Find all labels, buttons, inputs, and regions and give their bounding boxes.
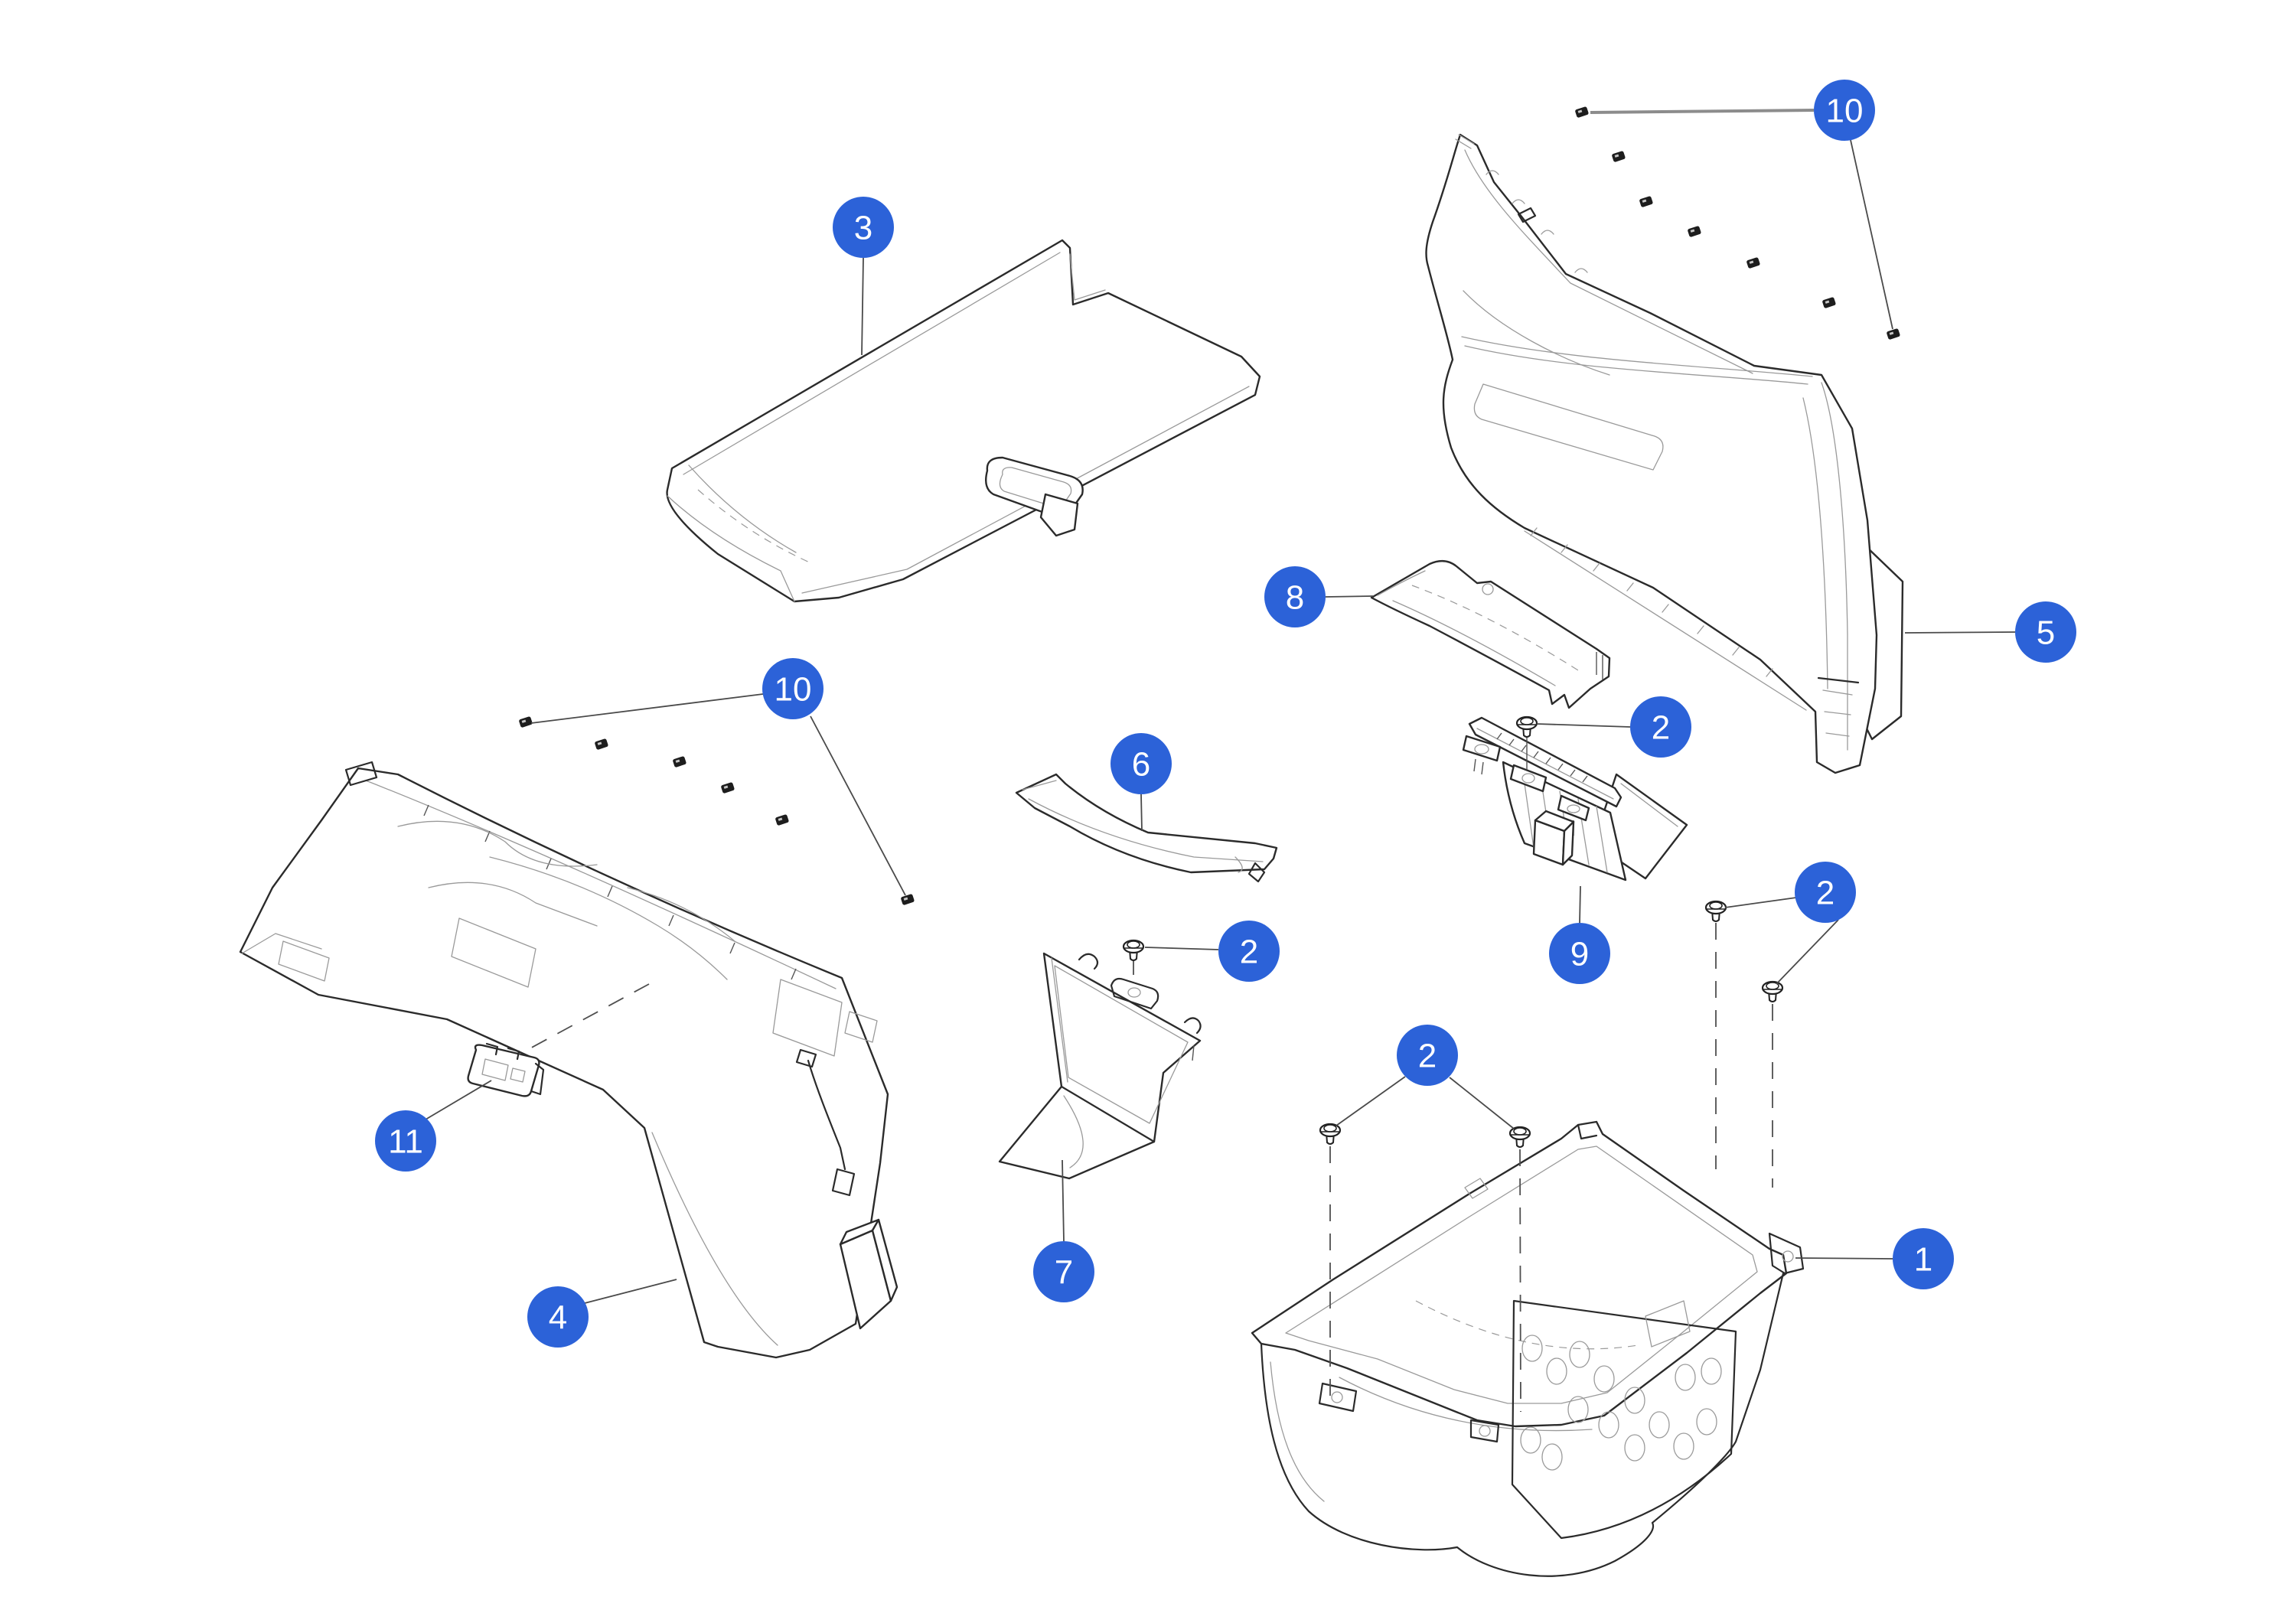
- callout-label: 10: [1826, 92, 1864, 129]
- callout-10-top-right[interactable]: 10: [1814, 80, 1875, 141]
- clip-fastener-icon: [1887, 328, 1900, 340]
- callout-leader-line: [1536, 723, 1631, 728]
- ribbed-support-bracket-drawing: [1462, 716, 1688, 882]
- callouts-layer: 10 3 5 8 2 6 10 2 9 2 2 11 7 1 4: [375, 80, 2076, 1348]
- callout-leader-line: [810, 715, 906, 896]
- callout-label: 4: [549, 1299, 567, 1336]
- callout-leader-line: [1140, 794, 1143, 832]
- callout-6[interactable]: 6: [1110, 733, 1172, 794]
- callout-5[interactable]: 5: [2015, 601, 2076, 663]
- clip-fastener-icon: [721, 782, 735, 794]
- left-quarter-trim-panel-drawing: [239, 761, 899, 1359]
- callout-leader-line: [1325, 595, 1374, 598]
- callout-label: 8: [1286, 578, 1304, 616]
- rivet-fastener-icon: [1508, 1126, 1531, 1148]
- cargo-shelf-panel-drawing: [666, 239, 1261, 603]
- callout-label: 6: [1132, 745, 1150, 783]
- callout-leader-line: [1776, 919, 1839, 985]
- callout-leader-line: [584, 1279, 677, 1304]
- callout-leader-line: [1336, 1076, 1406, 1126]
- clip-fastener-icon: [1746, 257, 1760, 269]
- callout-leader-line: [1449, 1077, 1515, 1129]
- clip-fastener-icon: [775, 814, 789, 826]
- clip-fastener-icon: [901, 894, 915, 905]
- fasteners-layer: [519, 106, 1900, 1148]
- callout-11[interactable]: 11: [375, 1110, 436, 1172]
- callout-8[interactable]: 8: [1264, 566, 1326, 627]
- dashed-guide-line: [518, 983, 650, 1055]
- callout-10-left[interactable]: 10: [762, 658, 823, 719]
- callout-label: 5: [2037, 614, 2055, 651]
- guide-lines-layer: [518, 733, 1773, 1413]
- callout-leader-line: [861, 257, 864, 356]
- callout-9[interactable]: 9: [1549, 923, 1610, 984]
- callout-label: 11: [388, 1123, 423, 1160]
- scuff-plate-strip-drawing: [1370, 560, 1611, 709]
- rivet-fastener-icon: [1122, 939, 1145, 961]
- callout-leader-line: [1795, 1257, 1893, 1260]
- clip-fastener-icon: [595, 738, 608, 750]
- callout-leader-line: [1850, 139, 1893, 330]
- callout-leader-line: [530, 693, 764, 724]
- rivet-fastener-icon: [1515, 715, 1538, 738]
- clip-fastener-icon: [1575, 106, 1589, 118]
- sill-trim-strip-drawing: [1015, 773, 1278, 883]
- callout-2-right[interactable]: 2: [1795, 862, 1856, 923]
- callout-leader-line: [425, 1080, 492, 1120]
- rivet-fastener-icon: [1319, 1123, 1342, 1145]
- clip-fastener-icon: [1639, 196, 1653, 207]
- callout-2-sill[interactable]: 2: [1630, 696, 1691, 758]
- dashed-guide-line: [1519, 1149, 1521, 1413]
- clip-fastener-icon: [1822, 297, 1836, 308]
- part-drawings-layer: [239, 133, 1904, 1577]
- callout-leader-line: [1062, 1159, 1065, 1242]
- callout-label: 9: [1570, 935, 1589, 973]
- callout-leader-line: [1904, 631, 2016, 634]
- right-quarter-trim-panel-drawing: [1425, 133, 1904, 774]
- callout-label: 2: [1418, 1037, 1437, 1074]
- callout-leader-line: [1144, 947, 1219, 950]
- callout-1[interactable]: 1: [1893, 1228, 1954, 1289]
- callout-leader-line: [1724, 897, 1797, 908]
- clip-fastener-icon: [673, 756, 687, 768]
- callout-2-bin[interactable]: 2: [1397, 1025, 1458, 1086]
- callout-label: 2: [1816, 874, 1835, 911]
- callout-7[interactable]: 7: [1033, 1241, 1094, 1302]
- callout-label: 10: [775, 670, 812, 708]
- leader-lines-layer: [425, 109, 2016, 1304]
- callout-label: 3: [854, 209, 872, 246]
- callout-label: 1: [1914, 1240, 1932, 1278]
- callout-label: 2: [1240, 933, 1258, 970]
- callout-4[interactable]: 4: [527, 1286, 589, 1348]
- corner-trim-panel-drawing: [998, 952, 1202, 1180]
- clip-fastener-icon: [1688, 226, 1701, 237]
- callout-3[interactable]: 3: [833, 197, 894, 258]
- rivet-fastener-icon: [1761, 980, 1784, 1002]
- clip-fastener-icon: [1612, 151, 1626, 162]
- callout-label: 2: [1652, 709, 1670, 746]
- clip-fastener-icon: [519, 716, 533, 728]
- callout-leader-line: [1590, 109, 1815, 114]
- callout-label: 7: [1055, 1253, 1073, 1291]
- rivet-fastener-icon: [1704, 900, 1727, 922]
- cargo-bin-drawing: [1251, 1120, 1805, 1577]
- callout-2-mid[interactable]: 2: [1218, 921, 1280, 982]
